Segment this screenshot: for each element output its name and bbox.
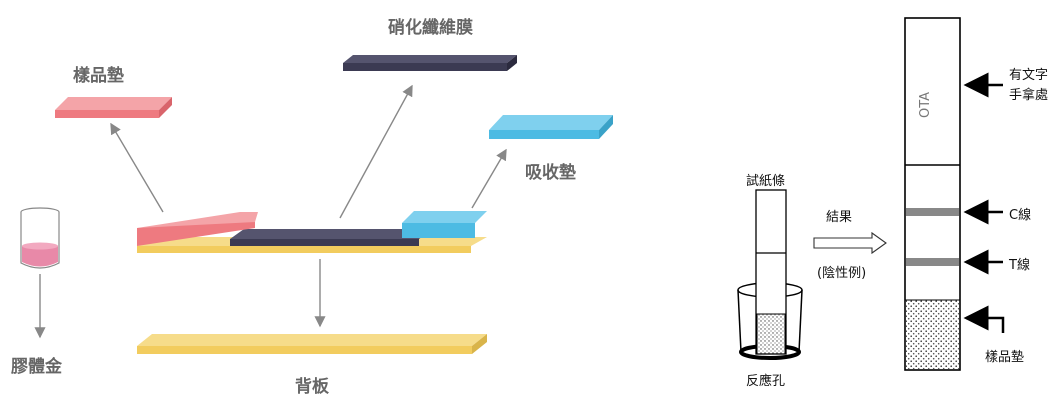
sample-pad-exploded — [55, 97, 172, 118]
t-line-band — [906, 258, 959, 266]
backing-card-label: 背板 — [295, 377, 329, 397]
sample-pad-dotted — [906, 300, 959, 369]
handle-label-line2: 手拿處 — [1009, 88, 1049, 103]
absorbent-pad-label: 吸收墊 — [525, 163, 576, 183]
strip-ota-text: OTA — [918, 91, 933, 118]
c-line-label: C線 — [1009, 208, 1032, 223]
reaction-well-label: 反應孔 — [746, 374, 786, 389]
colloidal-gold-tube — [20, 207, 60, 269]
absorbent-pad-exploded — [489, 115, 613, 139]
t-line-label: T線 — [1009, 258, 1030, 273]
sample-pad-right-label: 樣品墊 — [985, 350, 1025, 365]
result-label: 結果 — [826, 210, 853, 225]
handle-label-line1: 有文字 — [1009, 68, 1049, 83]
explode-arrows — [34, 84, 507, 339]
sample-pad-label: 樣品墊 — [73, 66, 124, 86]
result-arrow — [813, 231, 887, 255]
assembled-strip — [137, 211, 487, 253]
test-strip-label: 試紙條 — [746, 174, 786, 189]
negative-example-label: (陰性例) — [817, 266, 867, 281]
c-line-band — [906, 208, 959, 216]
pointer-arrows — [963, 72, 1005, 333]
small-test-strip — [755, 189, 787, 355]
colloidal-gold-label: 膠體金 — [11, 357, 62, 377]
large-test-strip — [904, 17, 961, 371]
membrane-exploded — [343, 55, 517, 71]
backing-card-exploded — [137, 334, 487, 354]
membrane-label: 硝化纖維膜 — [388, 18, 473, 38]
